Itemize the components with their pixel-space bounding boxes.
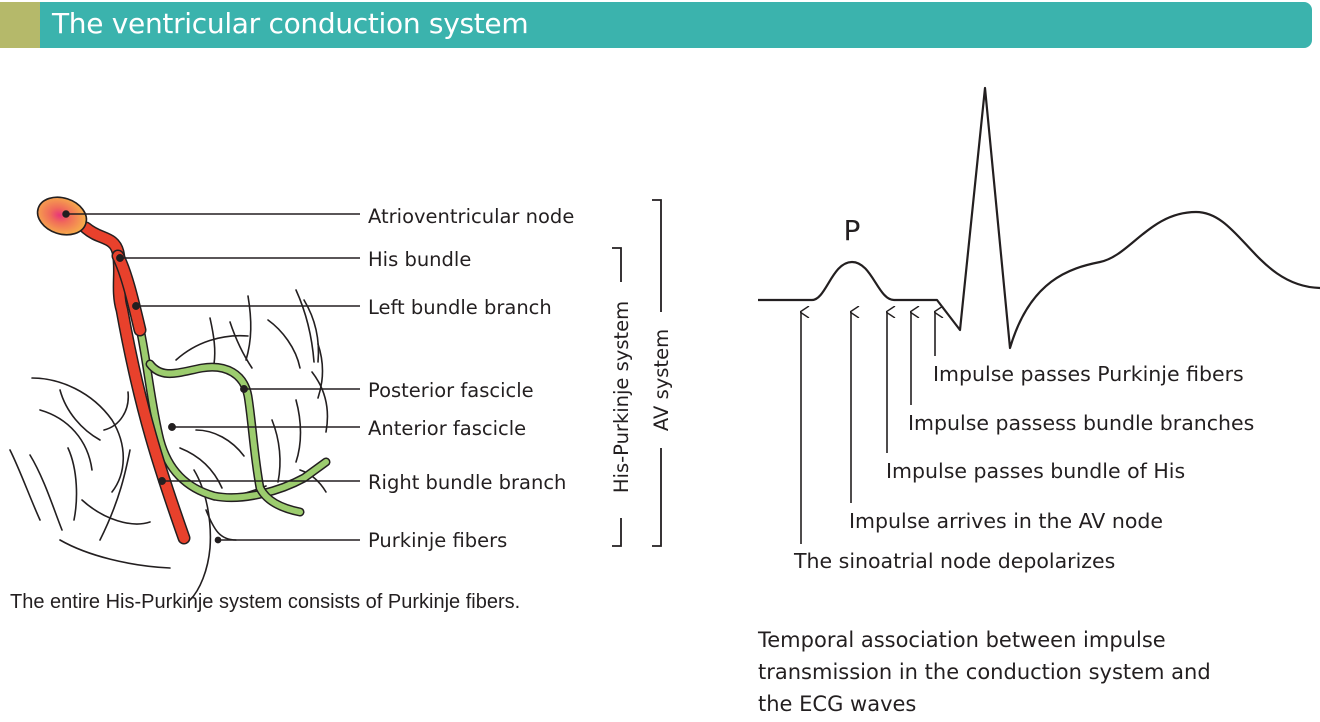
page-title: The ventricular conduction system bbox=[52, 7, 529, 40]
left-bundle-fascicles bbox=[133, 315, 331, 517]
title-banner: The ventricular conduction system bbox=[0, 2, 1312, 48]
leader-lines bbox=[62, 210, 360, 544]
ecg-event-purkinje: Impulse passes Purkinje fibers bbox=[933, 362, 1244, 386]
bracket-label-his-purkinje: His-Purkinje system bbox=[610, 301, 633, 493]
label-right-bundle-branch: Right bundle branch bbox=[368, 471, 566, 494]
ecg-event-av-node: Impulse arrives in the AV node bbox=[849, 509, 1163, 533]
ecg-waveform bbox=[758, 86, 1320, 350]
banner-accent bbox=[0, 2, 40, 48]
purkinje-fibers-network bbox=[9, 289, 329, 601]
label-left-bundle-branch: Left bundle branch bbox=[368, 296, 552, 319]
label-posterior-fascicle: Posterior fascicle bbox=[368, 379, 534, 402]
right-caption-line-1: Temporal association between impulse bbox=[758, 628, 1166, 652]
his-purkinje-bracket bbox=[612, 247, 622, 547]
his-bundle-and-right-bundle-branch bbox=[79, 221, 191, 545]
av-system-bracket bbox=[652, 199, 662, 547]
ecg-event-sinoatrial: The sinoatrial node depolarizes bbox=[793, 549, 1115, 573]
right-caption-line-3: the ECG waves bbox=[758, 692, 917, 716]
label-av-node: Atrioventricular node bbox=[368, 205, 574, 228]
ecg-event-arrows bbox=[801, 312, 935, 544]
label-anterior-fascicle: Anterior fascicle bbox=[368, 417, 526, 440]
left-caption: The entire His-Purkinje system consists … bbox=[10, 591, 521, 613]
right-caption: Temporal association between impulse tra… bbox=[758, 624, 1278, 720]
label-purkinje-fibers: Purkinje fibers bbox=[368, 529, 507, 552]
ecg-event-bundle-branches: Impulse passess bundle branches bbox=[908, 411, 1254, 435]
bracket-label-av-system: AV system bbox=[650, 329, 673, 431]
ecg-p-wave-label: P bbox=[844, 214, 861, 247]
av-node-shape bbox=[36, 196, 88, 236]
right-caption-line-2: transmission in the conduction system an… bbox=[758, 660, 1211, 684]
ecg-event-bundle-of-his: Impulse passes bundle of His bbox=[886, 459, 1185, 483]
label-his-bundle: His bundle bbox=[368, 248, 471, 271]
